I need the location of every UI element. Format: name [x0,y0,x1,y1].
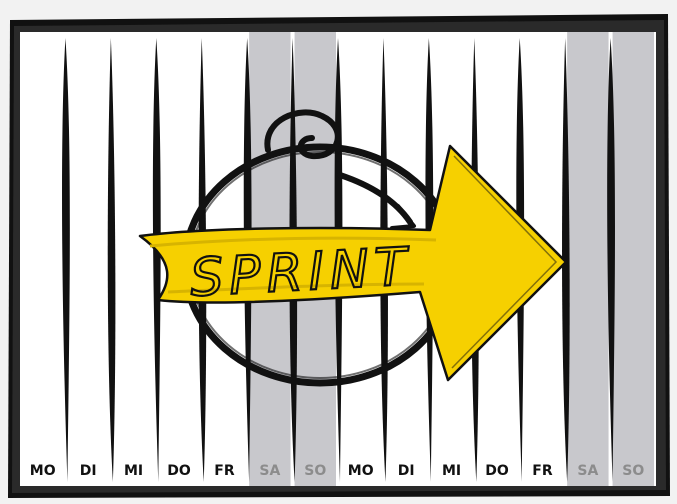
day-label: DO [485,463,509,479]
day-label: DI [398,463,415,479]
sprint-title: SPRINT [189,237,414,309]
day-label: SO [304,463,326,479]
day-label: SA [259,463,280,479]
day-label: SO [622,463,644,479]
day-label: FR [214,463,235,479]
day-label: MO [348,463,374,479]
day-label: MI [124,463,143,479]
day-label: FR [532,463,553,479]
day-label: DI [80,463,97,479]
day-label: DO [167,463,191,479]
day-label: SA [577,463,598,479]
day-label: MI [442,463,461,479]
weekend-column [613,32,654,486]
day-label: MO [30,463,56,479]
weekend-column [567,32,608,486]
